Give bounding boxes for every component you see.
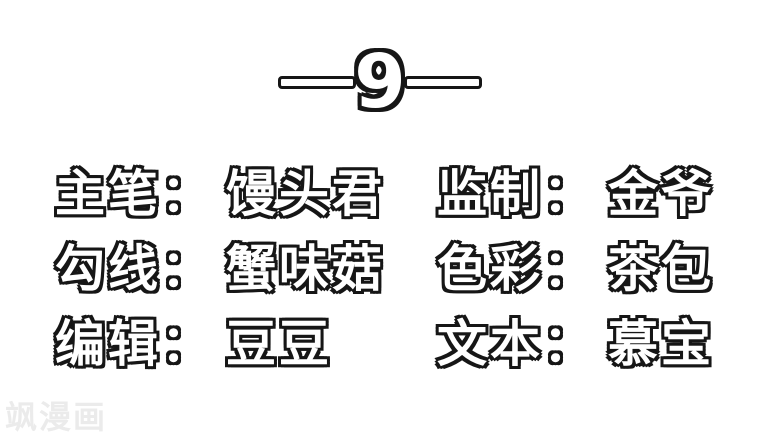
- credit-name: 金爷: [608, 165, 714, 223]
- credit-label: 编辑：: [55, 315, 214, 373]
- credit-name: 豆豆: [226, 315, 332, 373]
- credit-name: 慕宝: [608, 315, 714, 373]
- credit-main-artist: 主笔： 馒头君: [55, 167, 385, 222]
- credit-label: 文本：: [437, 315, 596, 373]
- credit-label: 监制：: [437, 165, 596, 223]
- publisher-watermark: 飒漫画: [5, 398, 108, 436]
- credit-color: 色彩： 茶包: [437, 242, 714, 297]
- credit-editor: 编辑： 豆豆: [55, 317, 385, 372]
- chapter-number: 9: [354, 39, 406, 125]
- credit-label: 勾线：: [55, 240, 214, 298]
- chapter-header: 9: [0, 44, 760, 120]
- left-dash-bar: [278, 75, 357, 89]
- right-dash-bar: [403, 75, 482, 89]
- credit-name: 茶包: [608, 240, 714, 298]
- credit-supervisor: 监制： 金爷: [437, 167, 714, 222]
- credit-name: 蟹味菇: [226, 240, 385, 298]
- credit-label: 色彩：: [437, 240, 596, 298]
- credit-line-art: 勾线： 蟹味菇: [55, 242, 385, 297]
- credit-name: 馒头君: [226, 165, 385, 223]
- credit-text-writer: 文本： 慕宝: [437, 317, 714, 372]
- credit-label: 主笔：: [55, 165, 214, 223]
- credits-grid: 主笔： 馒头君 监制： 金爷 勾线： 蟹味菇 色彩： 茶包 编辑： 豆豆 文本：…: [55, 167, 714, 372]
